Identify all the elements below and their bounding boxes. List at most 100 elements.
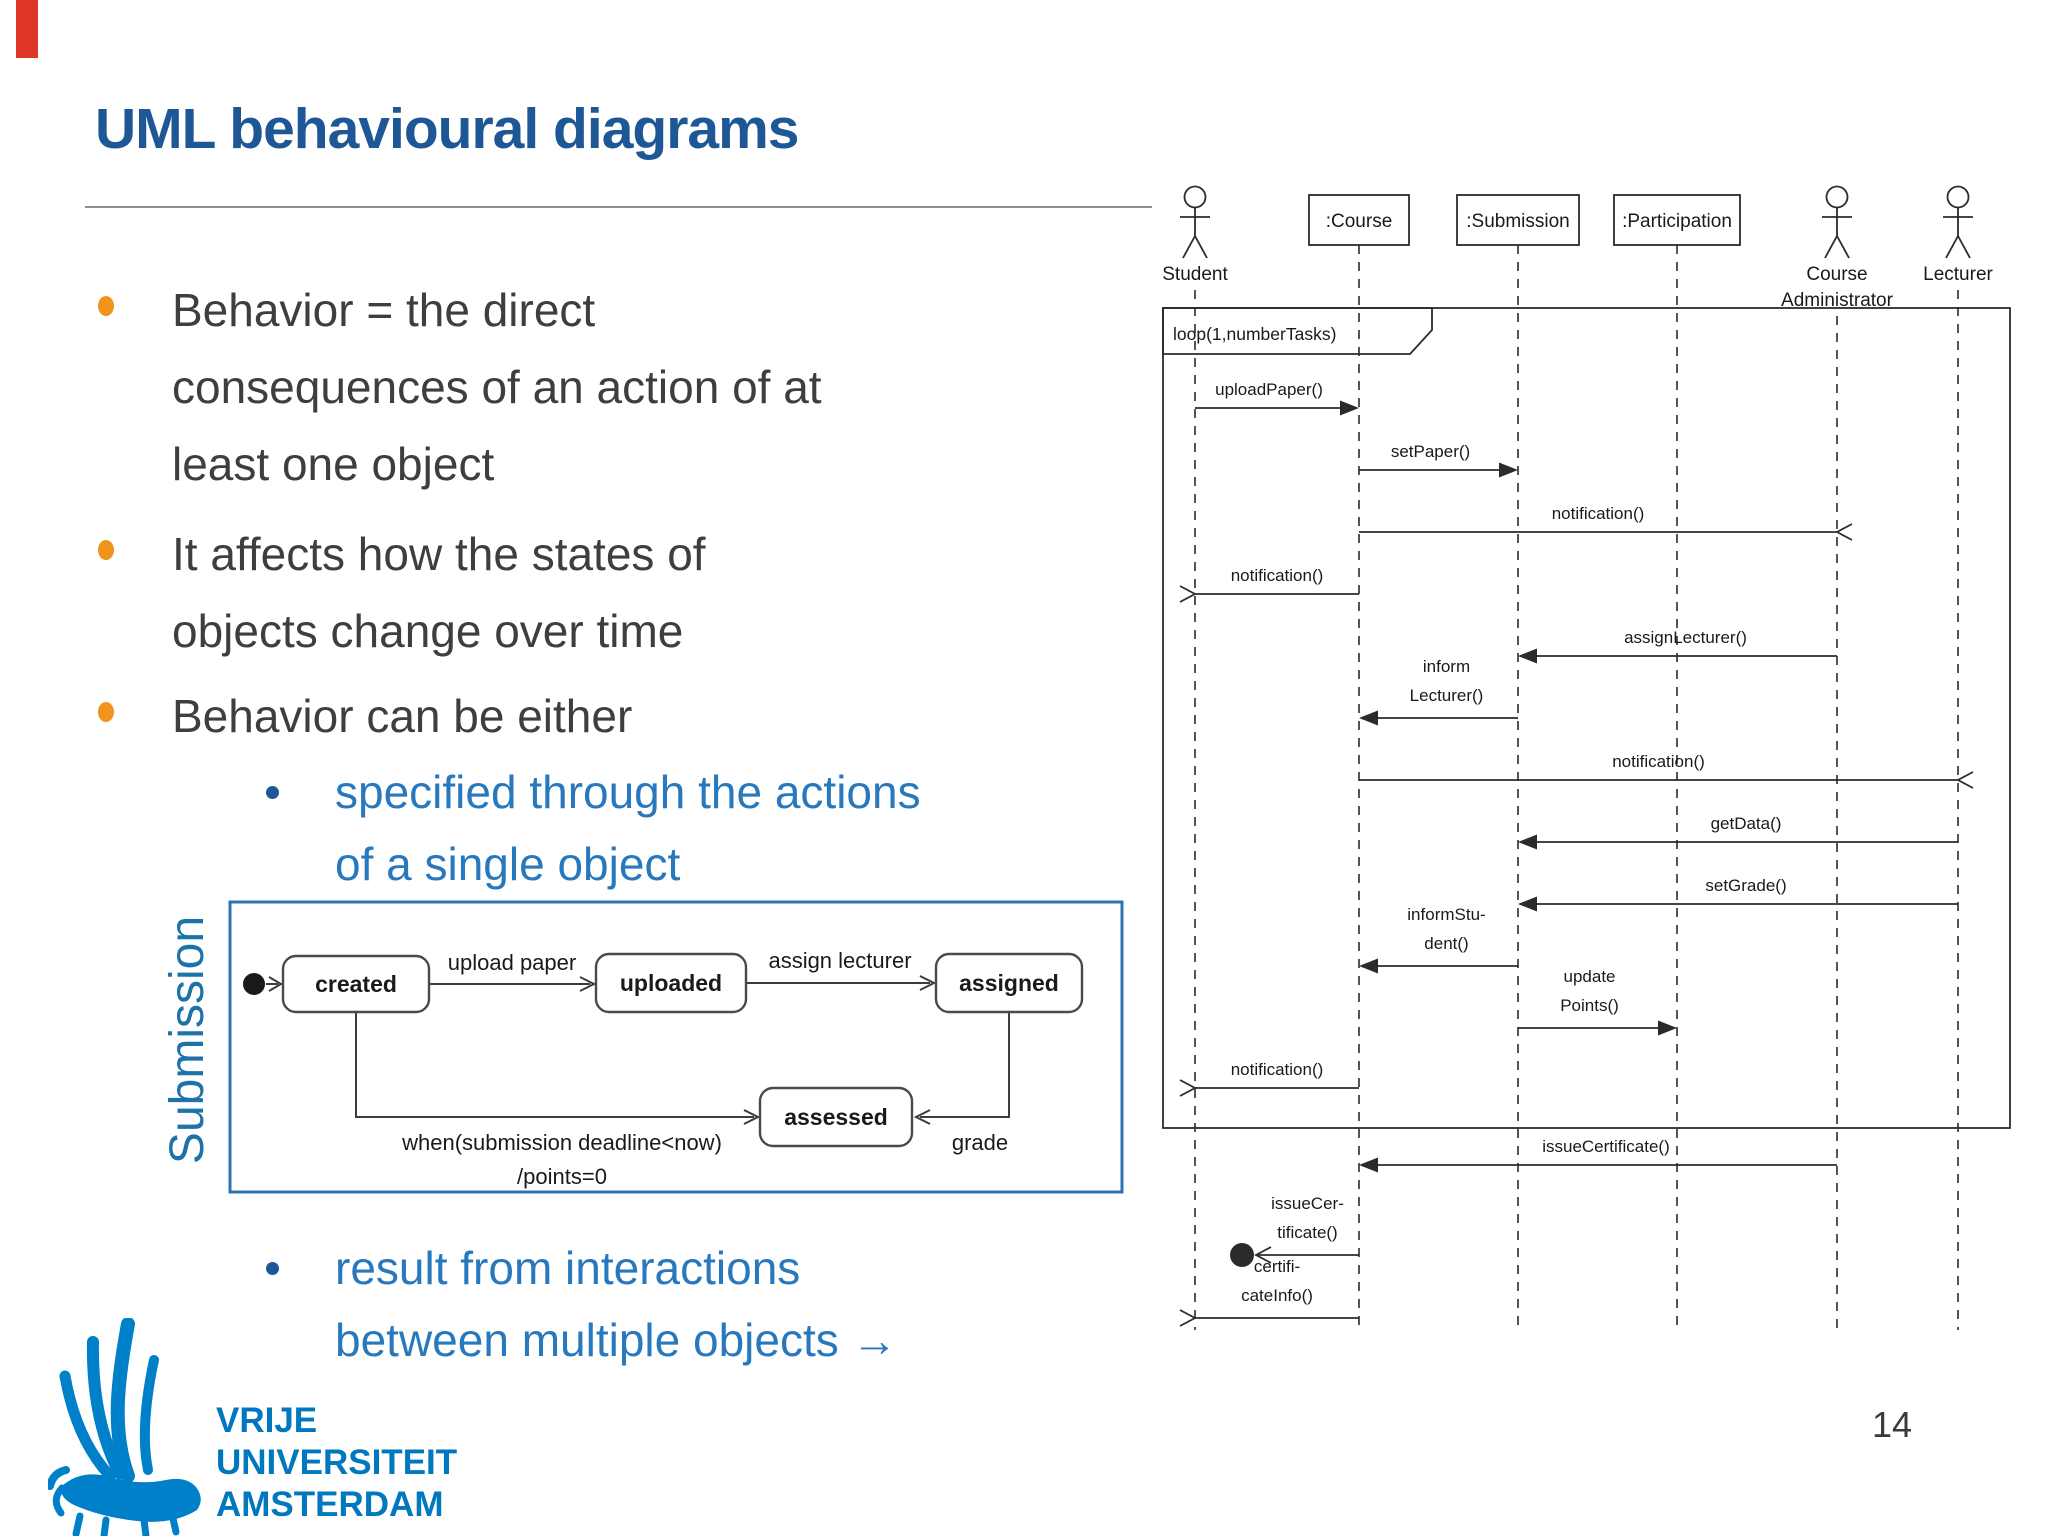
- lost-message-ball: [1230, 1243, 1254, 1267]
- bullet-item: It affects how the states of objects cha…: [95, 516, 955, 670]
- vu-logo-text: VRIJE UNIVERSITEIT AMSTERDAM: [216, 1401, 457, 1524]
- message-label: inform: [1423, 657, 1470, 676]
- open-arrowhead-icon: [1179, 1079, 1197, 1097]
- loop-label-pentagon: [1162, 307, 1433, 355]
- actor-icon: [1180, 185, 1210, 259]
- lifeline-lecturer: Lecturer: [1923, 185, 1994, 1330]
- message-label: Lecturer(): [1410, 686, 1484, 705]
- lifeline-student: Student: [1162, 185, 1228, 1330]
- bullet-icon: [98, 540, 114, 560]
- state-label: uploaded: [620, 970, 722, 996]
- vu-logo-line: UNIVERSITEIT: [216, 1443, 457, 1482]
- lifeline--participation: :Participation: [1613, 194, 1741, 1330]
- message-label: notification(): [1231, 1060, 1324, 1079]
- message-label: update: [1564, 967, 1616, 986]
- message-getdata: getData(): [1518, 814, 1958, 850]
- filled-arrowhead-icon: [1518, 648, 1537, 664]
- filled-arrowhead-icon: [1499, 462, 1518, 478]
- lifeline-name: Course: [1806, 264, 1867, 285]
- filled-arrowhead-icon: [1340, 400, 1359, 416]
- transition-label: assign lecturer: [768, 948, 911, 973]
- open-arrowhead-icon: [1179, 1309, 1197, 1327]
- bullet-item: Behavior = the direct consequences of an…: [95, 272, 955, 503]
- message-setgrade: setGrade(): [1518, 876, 1958, 912]
- loop-label: loop(1,numberTasks): [1173, 324, 1336, 344]
- message-label: tificate(): [1277, 1223, 1337, 1242]
- lifeline--course: :Course: [1308, 194, 1410, 1330]
- message-notification: notification(): [1179, 1060, 1359, 1097]
- bullet-text: It affects how the states of objects cha…: [172, 528, 706, 657]
- state-label: assigned: [959, 970, 1059, 996]
- message-label: assignLecturer(): [1624, 628, 1747, 647]
- filled-arrowhead-icon: [1518, 834, 1537, 850]
- open-arrowhead-icon: [1835, 523, 1853, 541]
- filled-arrowhead-icon: [1658, 1020, 1677, 1036]
- open-arrowhead-icon: [1179, 585, 1197, 603]
- sub-bullet-text: result from interactions between multipl…: [335, 1242, 898, 1366]
- bullet-icon: [98, 296, 114, 316]
- object-box: [1308, 194, 1410, 246]
- vu-logo-griffin: [48, 1318, 180, 1536]
- message-label: notification(): [1231, 566, 1324, 585]
- message-label: setGrade(): [1705, 876, 1786, 895]
- message-notification: notification(): [1359, 752, 1974, 789]
- sequence-diagram: loop(1,numberTasks)Student :Course :Submis…: [1162, 185, 2011, 1330]
- filled-arrowhead-icon: [1359, 710, 1378, 726]
- bullet-text: Behavior = the direct consequences of an…: [172, 284, 822, 490]
- bullet-text: Behavior can be either: [172, 690, 633, 742]
- message-label: setPaper(): [1391, 442, 1470, 461]
- loop-fragment: loop(1,numberTasks): [1162, 307, 2011, 1129]
- message-issuecertificate: issueCertificate(): [1359, 1137, 1837, 1173]
- bullet-icon: [98, 702, 114, 722]
- state-machine-diagram: created uploaded assigned assessed uploa…: [228, 900, 1124, 1194]
- actor-icon: [1943, 185, 1973, 259]
- message-label: informStu-: [1407, 905, 1485, 924]
- message-assignlecturer: assignLecturer(): [1518, 628, 1837, 664]
- message-label: notification(): [1612, 752, 1705, 771]
- state-diagram-title: Submission: [161, 915, 214, 1165]
- loop-frame: [1162, 307, 2011, 1129]
- filled-arrowhead-icon: [1518, 896, 1537, 912]
- vu-logo-griffin-body: [61, 1474, 201, 1522]
- message-informstudent: informStu-dent(): [1359, 905, 1518, 974]
- lifeline-name: Lecturer: [1923, 264, 1993, 285]
- state-label: created: [315, 971, 397, 997]
- filled-arrowhead-icon: [1359, 1157, 1378, 1173]
- object-box: [1613, 194, 1741, 246]
- lifeline-name: :Submission: [1466, 211, 1570, 232]
- lifeline-name: Administrator: [1781, 290, 1894, 311]
- vu-logo: VRIJE UNIVERSITEIT AMSTERDAM: [48, 1318, 457, 1536]
- sub-bullet-item: result from interactions between multipl…: [262, 1232, 962, 1376]
- title-underline: [85, 206, 1152, 208]
- initial-state-icon: [243, 973, 265, 995]
- state-diagram-border: [228, 900, 1124, 1194]
- transition-label: grade: [952, 1130, 1008, 1155]
- filled-arrowhead-icon: [1359, 958, 1378, 974]
- object-box: [1456, 194, 1580, 246]
- vu-logo-line: AMSTERDAM: [216, 1485, 443, 1524]
- message-label: uploadPaper(): [1215, 380, 1323, 399]
- message-uploadpaper: uploadPaper(): [1195, 380, 1359, 416]
- message-setpaper: setPaper(): [1359, 442, 1518, 478]
- message-label: Points(): [1560, 996, 1619, 1015]
- actor-icon: [1822, 185, 1852, 259]
- message-label: issueCer-: [1271, 1194, 1344, 1213]
- bullet-icon: [266, 1262, 279, 1275]
- message-issuecertificate: issueCer-tificate(): [1230, 1194, 1359, 1267]
- message-label: issueCertificate(): [1542, 1137, 1670, 1156]
- sub-bullet-item: specified through the actions of a singl…: [262, 756, 962, 900]
- sub-bullet-text: specified through the actions of a singl…: [335, 766, 921, 890]
- message-certificateinfo: certifi-cateInfo(): [1179, 1257, 1359, 1327]
- bullet-icon: [266, 786, 279, 799]
- message-label: dent(): [1424, 934, 1468, 953]
- state-nodes: created uploaded assigned assessed: [281, 952, 1084, 1148]
- transition-label: /points=0: [517, 1164, 607, 1189]
- state-label: assessed: [784, 1104, 888, 1130]
- bullet-item: Behavior can be either: [95, 678, 955, 755]
- message-label: cateInfo(): [1241, 1286, 1313, 1305]
- lifeline-name: :Course: [1326, 211, 1393, 232]
